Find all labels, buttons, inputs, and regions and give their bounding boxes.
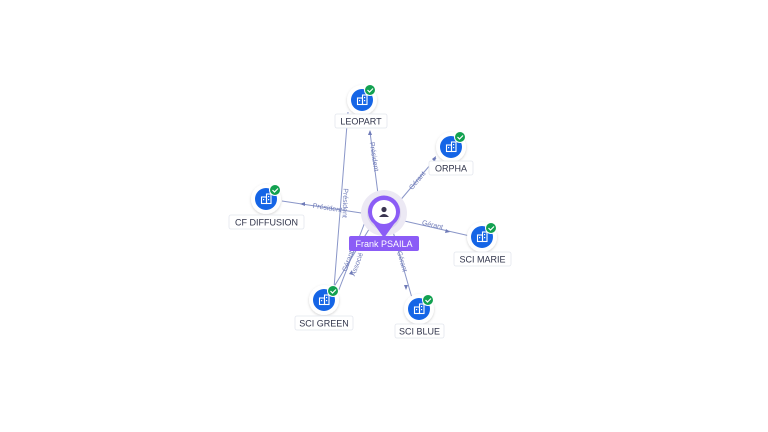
edge-label-orpha: Gérant [408,171,427,192]
person-icon [379,206,389,217]
company-name: SCI BLUE [399,327,440,337]
arrow-icon [368,130,372,135]
edge-leopart [369,131,379,195]
edge-sci-marie [399,219,471,237]
company-label-bg [294,315,354,331]
edge-label-sci-marie: Gérant [421,220,443,232]
edge-label-leopart: Président [368,142,380,172]
edge-label-cf-diffusion: Président [312,203,342,215]
person-name: Frank PSAILA [355,239,412,249]
edge-cf-diffusion [281,200,369,215]
check-badge-icon [364,84,376,96]
arrow-icon [432,156,436,162]
check-badge-icon [422,294,434,306]
company-name: ORPHA [435,164,467,174]
check-badge-icon [485,222,497,234]
company-node-sci-green[interactable]: SCI GREEN [294,285,354,331]
edge-sci-green-2 [337,221,366,293]
company-label-bg [394,323,445,339]
check-badge-icon [269,184,281,196]
company-name: SCI MARIE [459,255,505,265]
check-badge-icon [327,285,339,297]
company-node-sci-blue[interactable]: SCI BLUE [394,294,445,339]
company-node-cf-diffusion[interactable]: CF DIFFUSION [228,184,305,230]
person-node[interactable]: Frank PSAILA [349,190,419,251]
company-label-bg [228,214,305,230]
company-node-sci-marie[interactable]: SCI MARIE [453,222,512,267]
company-name: CF DIFFUSION [235,218,298,228]
arrow-icon [404,285,408,290]
company-label-bg [428,160,474,176]
arrow-icon [445,229,450,233]
company-nodes: LEOPART ORPHA CF DIFFUSION [228,84,512,339]
company-label-bg [453,251,512,267]
edge-label-sci-green-3: Président [340,188,348,218]
check-badge-icon [454,131,466,143]
arrow-icon [349,270,353,275]
person-marker-icon[interactable] [368,195,400,238]
company-name: LEOPART [340,117,382,127]
company-node-leopart[interactable]: LEOPART [334,84,388,129]
person-label-bg [349,236,419,251]
company-node-orpha[interactable]: ORPHA [428,131,474,176]
edge-label-sci-blue: Gérant [395,250,408,273]
company-label-bg [334,113,388,129]
edge-sci-green-leopart [333,111,349,289]
company-name: SCI GREEN [299,319,349,329]
arrow-icon [300,202,305,206]
